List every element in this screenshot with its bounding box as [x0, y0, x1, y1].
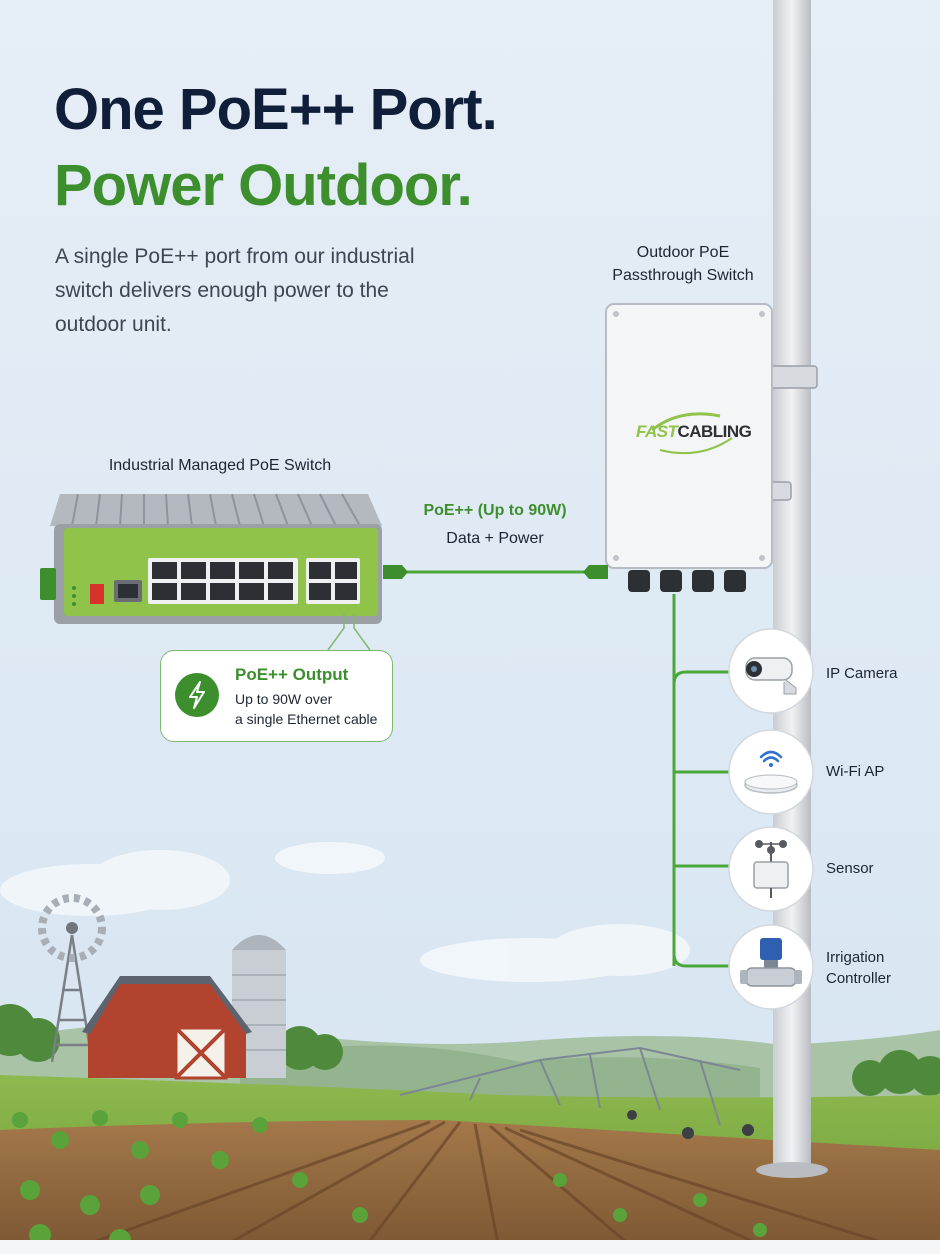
brand-swoosh	[651, 412, 721, 432]
rj45-plug-right	[583, 565, 608, 579]
branch-irrigation	[672, 953, 732, 968]
ip-camera-label: IP Camera	[826, 665, 898, 682]
device-wifi-ap	[728, 729, 814, 815]
headline-line-2: Power Outdoor.	[54, 153, 473, 218]
sensor-label: Sensor	[826, 860, 874, 877]
industrial-switch-label: Industrial Managed PoE Switch	[108, 457, 332, 474]
industrial-switch	[40, 493, 382, 624]
trees	[0, 1004, 940, 1096]
callout-pointer	[327, 614, 345, 651]
poe-link-label: PoE++ (Up to 90W) Data + Power	[395, 502, 595, 548]
clouds	[0, 842, 690, 982]
headline-line-1: One PoE++ Port.	[54, 77, 498, 142]
poe-power-label: PoE++ (Up to 90W)	[423, 502, 567, 519]
outdoor-switch-label: Outdoor PoE Passthrough Switch	[583, 241, 783, 287]
intro-paragraph: A single PoE++ port from our industrial …	[55, 245, 415, 336]
device-ip-camera	[728, 628, 814, 714]
outdoor-switch-label-line-1: Outdoor PoE	[636, 244, 730, 261]
irrigation-controller-label: Irrigation Controller	[826, 947, 891, 989]
wifi-access-point-icon	[728, 729, 814, 815]
ip-camera-icon	[728, 628, 814, 714]
poe-output-callout: PoE++ Output Up to 90W over a single Eth…	[160, 650, 393, 742]
branch-ip-camera	[672, 670, 732, 685]
outdoor-switch-label-line-2: Passthrough Switch	[612, 267, 754, 284]
brand-logo-cabling: CABLING	[677, 422, 752, 441]
callout-title: PoE++ Output	[235, 665, 349, 684]
callout-line-1: Up to 90W over	[235, 691, 333, 707]
brand-logo-fast: FAST	[636, 422, 678, 441]
wifi-ap-label: Wi-Fi AP	[826, 763, 885, 780]
outdoor-switch	[605, 303, 773, 592]
windmill-blades	[38, 894, 106, 962]
weather-sensor-icon	[728, 826, 814, 912]
brand-logo: FASTCABLING	[636, 422, 752, 442]
data-power-label: Data + Power	[446, 530, 544, 547]
rj45-plug-left	[383, 565, 408, 579]
device-irrigation-controller	[728, 924, 814, 1010]
irrigation-valve-icon	[728, 924, 814, 1010]
lightning-bolt-icon	[175, 673, 219, 717]
irrigation-label-line-2: Controller	[826, 970, 892, 987]
device-sensor	[728, 826, 814, 912]
callout-line-2: a single Ethernet cable	[235, 711, 378, 727]
barn	[82, 976, 252, 1080]
irrigation-label-line-1: Irrigation	[826, 949, 885, 966]
center-pivot-irrigation	[399, 1046, 754, 1139]
